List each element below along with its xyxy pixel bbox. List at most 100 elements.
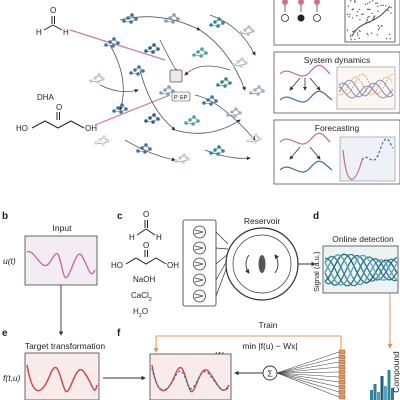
panel-d-title: Online detection <box>332 234 394 244</box>
node-open-1 <box>281 14 289 22</box>
atom-dot <box>176 17 180 21</box>
compound-label: Compound <box>391 351 400 393</box>
atom-dot <box>151 120 155 124</box>
atom-dot <box>217 17 221 21</box>
particle-dot <box>349 34 352 36</box>
panel-f: f Train min |f(u) − Wx| W Σ <box>117 320 346 400</box>
molecule-cluster-14 <box>144 113 160 124</box>
atom-dot <box>133 68 137 72</box>
particle-dot <box>352 8 354 10</box>
atom-dot <box>261 89 265 93</box>
atom-dot <box>148 46 152 50</box>
particle-dot <box>385 38 388 40</box>
atom-dot <box>104 43 108 47</box>
particle-dot <box>351 17 354 19</box>
particle-dot <box>346 13 349 16</box>
fc-output-wave <box>279 160 333 173</box>
feature-box <box>338 359 346 365</box>
atom-dot <box>116 106 120 110</box>
atom-dot <box>111 44 115 48</box>
atom-dot <box>221 21 225 25</box>
panel-f-letter: f <box>117 328 121 339</box>
compound-bar <box>373 384 377 400</box>
atom-dot <box>116 41 120 45</box>
atom-dot <box>164 19 168 23</box>
molecule-cluster-20 <box>209 145 225 156</box>
particle-dot <box>351 9 354 11</box>
atom-dot <box>94 141 98 145</box>
atom-dot <box>246 139 250 143</box>
atom-dot <box>216 83 220 87</box>
molecule-cluster-23 <box>202 95 218 106</box>
particle-dot <box>348 15 350 18</box>
atom-dot <box>156 117 160 121</box>
molecule-cluster-16 <box>226 107 242 118</box>
particle-dot <box>380 24 383 27</box>
particle-dot <box>366 32 368 35</box>
node-pink-1 <box>282 0 288 5</box>
molecule-cluster-12 <box>249 85 265 96</box>
sd-trajectory <box>339 76 394 96</box>
detection-trace <box>324 256 398 287</box>
atom-dot <box>159 91 163 95</box>
c-formaldehyde-o: O <box>143 210 149 219</box>
atom-dot <box>257 85 261 89</box>
system-dynamics-box: System dynamics <box>273 51 400 114</box>
formaldehyde-oxygen: O <box>50 6 56 15</box>
panel-c-letter: c <box>117 211 123 222</box>
atom-dot <box>213 148 217 152</box>
atom-dot <box>230 110 234 114</box>
feature-box <box>338 374 346 380</box>
network-molecule-nodes <box>89 13 265 164</box>
node-pink-3 <box>314 0 320 5</box>
weight-line <box>276 351 340 374</box>
reagent-naoh: NaOH <box>133 275 155 284</box>
atom-dot <box>136 72 140 76</box>
particle-dot <box>371 32 373 34</box>
particle-dot <box>350 38 352 41</box>
atom-dot <box>112 37 116 41</box>
particle-dot <box>358 8 360 11</box>
particle-dot <box>377 28 380 31</box>
atom-dot <box>216 24 220 28</box>
particle-dot <box>353 0 356 1</box>
atom-dot <box>220 80 224 84</box>
summation-symbol: Σ <box>267 369 272 379</box>
atom-dot <box>97 73 101 77</box>
particle-dot <box>349 13 351 15</box>
weight-line <box>276 372 340 383</box>
molecule-cluster-18 <box>136 143 152 154</box>
atom-dot <box>258 137 262 141</box>
particle-dot <box>388 33 391 36</box>
atom-dot <box>167 85 171 89</box>
atom-dot <box>156 47 160 51</box>
reservoir-label: Reservoir <box>244 216 281 226</box>
c-dha-o: O <box>143 241 149 250</box>
node-open-2 <box>313 14 321 22</box>
atom-dot <box>247 25 251 29</box>
compound-bar <box>380 376 384 400</box>
particle-dot <box>358 29 361 32</box>
atom-dot <box>178 156 182 160</box>
particle-dot <box>361 13 363 15</box>
particle-dot <box>377 10 379 12</box>
particle-dot <box>382 4 385 7</box>
syringe-pump-5 <box>193 289 206 303</box>
network-badge-box <box>171 91 191 102</box>
atom-dot <box>239 64 243 68</box>
particle-box <box>344 0 396 43</box>
sd-trajectory <box>338 82 394 98</box>
forecasting-title: Forecasting <box>315 123 360 133</box>
molecule-cluster-3 <box>209 17 225 28</box>
pump-valve-icon <box>194 277 204 283</box>
network-badge-ep: EP <box>180 95 188 101</box>
syringe-pump-2 <box>193 241 206 255</box>
reservoir-inner-ring <box>232 234 292 294</box>
particle-dot <box>356 15 358 17</box>
atom-dot <box>186 157 190 161</box>
particle-dot <box>367 2 369 5</box>
weight-line <box>276 372 340 378</box>
fc-predicted-curve <box>361 138 394 161</box>
atom-dot <box>96 80 100 84</box>
